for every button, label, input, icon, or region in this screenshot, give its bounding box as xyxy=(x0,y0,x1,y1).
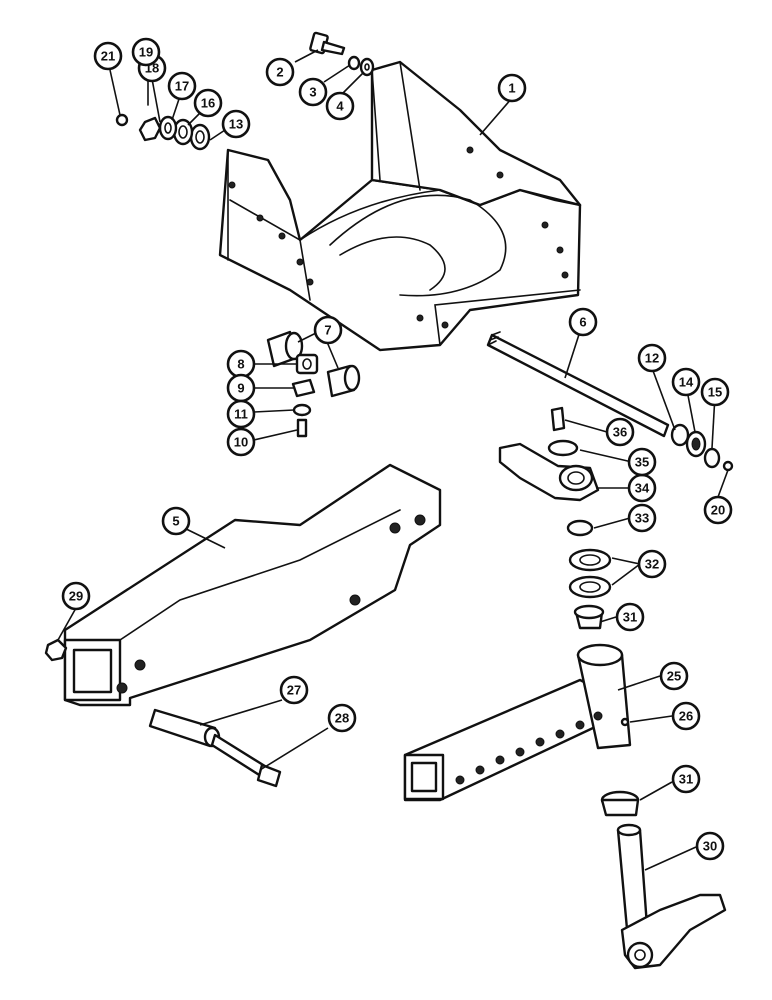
callout-30: 30 xyxy=(695,831,725,861)
callout-15: 15 xyxy=(700,377,730,407)
axle-support-casting xyxy=(218,60,582,352)
callout-31-lower: 31 xyxy=(671,764,701,794)
bolt-2 xyxy=(309,31,346,56)
svg-text:21: 21 xyxy=(101,49,115,64)
svg-text:9: 9 xyxy=(237,381,244,396)
callout-29: 29 xyxy=(61,581,91,611)
svg-text:7: 7 xyxy=(324,323,331,338)
callout-12: 12 xyxy=(637,343,667,373)
svg-text:5: 5 xyxy=(172,514,179,529)
callouts: 1 2 3 4 5 6 7 8 9 10 11 12 13 14 15 16 1… xyxy=(61,37,733,861)
svg-text:4: 4 xyxy=(336,99,344,114)
svg-text:31: 31 xyxy=(623,610,637,625)
callout-9: 9 xyxy=(226,373,256,403)
callout-33: 33 xyxy=(627,503,657,533)
svg-text:6: 6 xyxy=(579,315,586,330)
callout-17: 17 xyxy=(167,71,197,101)
svg-text:15: 15 xyxy=(708,385,722,400)
callout-14: 14 xyxy=(671,367,701,397)
svg-text:3: 3 xyxy=(309,85,316,100)
svg-text:16: 16 xyxy=(201,96,215,111)
axle-extension-25 xyxy=(403,643,632,802)
callout-31-upper: 31 xyxy=(615,602,645,632)
svg-text:17: 17 xyxy=(175,79,189,94)
svg-text:20: 20 xyxy=(711,503,725,518)
svg-text:14: 14 xyxy=(679,375,694,390)
callout-13: 13 xyxy=(221,109,251,139)
svg-text:10: 10 xyxy=(234,435,248,450)
callout-8: 8 xyxy=(226,349,256,379)
callout-7: 7 xyxy=(313,315,343,345)
washers-3-4 xyxy=(347,55,375,77)
steering-arm-34 xyxy=(498,406,600,502)
svg-text:31: 31 xyxy=(679,772,693,787)
callout-6: 6 xyxy=(568,307,598,337)
svg-text:35: 35 xyxy=(635,455,649,470)
bushings-7-11 xyxy=(266,330,361,438)
svg-text:12: 12 xyxy=(645,351,659,366)
svg-text:28: 28 xyxy=(335,711,349,726)
svg-text:26: 26 xyxy=(679,709,693,724)
svg-text:13: 13 xyxy=(229,117,243,132)
pivot-pin-6 xyxy=(486,331,670,438)
callout-20: 20 xyxy=(703,495,733,525)
svg-text:25: 25 xyxy=(667,669,681,684)
svg-text:32: 32 xyxy=(645,557,659,572)
washer-stack-13-18 xyxy=(138,115,211,151)
svg-text:29: 29 xyxy=(69,589,83,604)
svg-text:11: 11 xyxy=(234,407,248,422)
callout-32: 32 xyxy=(637,549,667,579)
callout-35: 35 xyxy=(627,447,657,477)
callout-11: 11 xyxy=(226,399,256,429)
nut-29 xyxy=(44,638,68,662)
svg-text:30: 30 xyxy=(703,839,717,854)
callout-5: 5 xyxy=(161,506,191,536)
rings-31-33 xyxy=(566,519,612,630)
spindle-30 xyxy=(600,790,727,970)
svg-text:1: 1 xyxy=(508,81,515,96)
callout-16: 16 xyxy=(193,88,223,118)
callout-26: 26 xyxy=(671,701,701,731)
svg-text:36: 36 xyxy=(613,425,627,440)
callout-3: 3 xyxy=(298,77,328,107)
washers-12-15 xyxy=(670,423,734,472)
callout-36: 36 xyxy=(605,417,635,447)
bolt-28 xyxy=(210,733,282,788)
callout-34: 34 xyxy=(627,473,657,503)
svg-text:2: 2 xyxy=(276,65,283,80)
callout-25: 25 xyxy=(659,661,689,691)
pin-27 xyxy=(148,708,221,748)
callout-21: 21 xyxy=(93,41,123,71)
callout-19: 19 xyxy=(131,37,161,67)
callout-2: 2 xyxy=(265,57,295,87)
svg-text:27: 27 xyxy=(287,683,301,698)
callout-27: 27 xyxy=(279,675,309,705)
svg-text:34: 34 xyxy=(635,481,650,496)
svg-text:19: 19 xyxy=(139,45,153,60)
callout-10: 10 xyxy=(226,427,256,457)
callout-4: 4 xyxy=(325,91,355,121)
nut-21 xyxy=(115,113,129,127)
callout-28: 28 xyxy=(327,703,357,733)
axle-beam-5 xyxy=(63,463,442,707)
svg-text:8: 8 xyxy=(237,357,244,372)
callout-1: 1 xyxy=(497,73,527,103)
svg-text:33: 33 xyxy=(635,511,649,526)
